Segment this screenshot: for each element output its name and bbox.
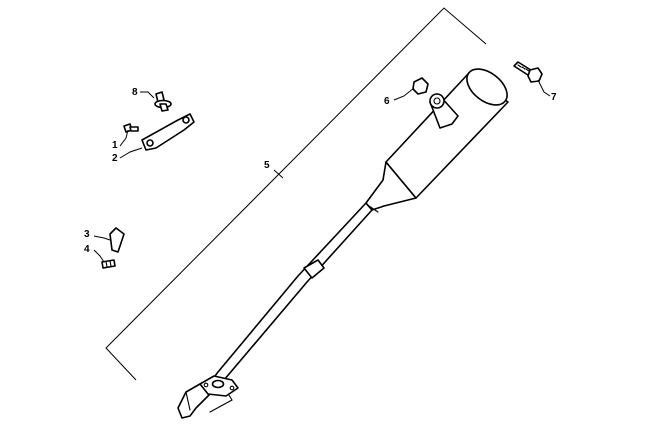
callout-7: 7 — [551, 92, 557, 103]
callout-labels: 8 1 2 5 3 4 6 7 — [84, 87, 557, 255]
callout-6: 6 — [384, 96, 390, 107]
callout-2: 2 — [112, 153, 118, 164]
exhaust-pipe-assembly — [177, 68, 509, 419]
grommet-part-6 — [412, 77, 445, 109]
bolt-part-7 — [513, 61, 543, 83]
bracket-part-2 — [141, 113, 195, 151]
callout-3: 3 — [84, 229, 90, 240]
bolt-part-1 — [123, 123, 139, 133]
callout-1: 1 — [112, 140, 118, 151]
assembly-bracket — [105, 7, 487, 381]
flange-port — [211, 379, 225, 389]
callout-8: 8 — [132, 87, 138, 98]
screw-part-4 — [101, 259, 116, 269]
muffler-end-cap — [466, 68, 508, 106]
plug-part-3 — [109, 227, 125, 253]
leader-lines — [93, 79, 551, 263]
callout-5: 5 — [264, 160, 270, 171]
callout-4: 4 — [84, 244, 90, 255]
bolt-part-8 — [154, 91, 172, 112]
